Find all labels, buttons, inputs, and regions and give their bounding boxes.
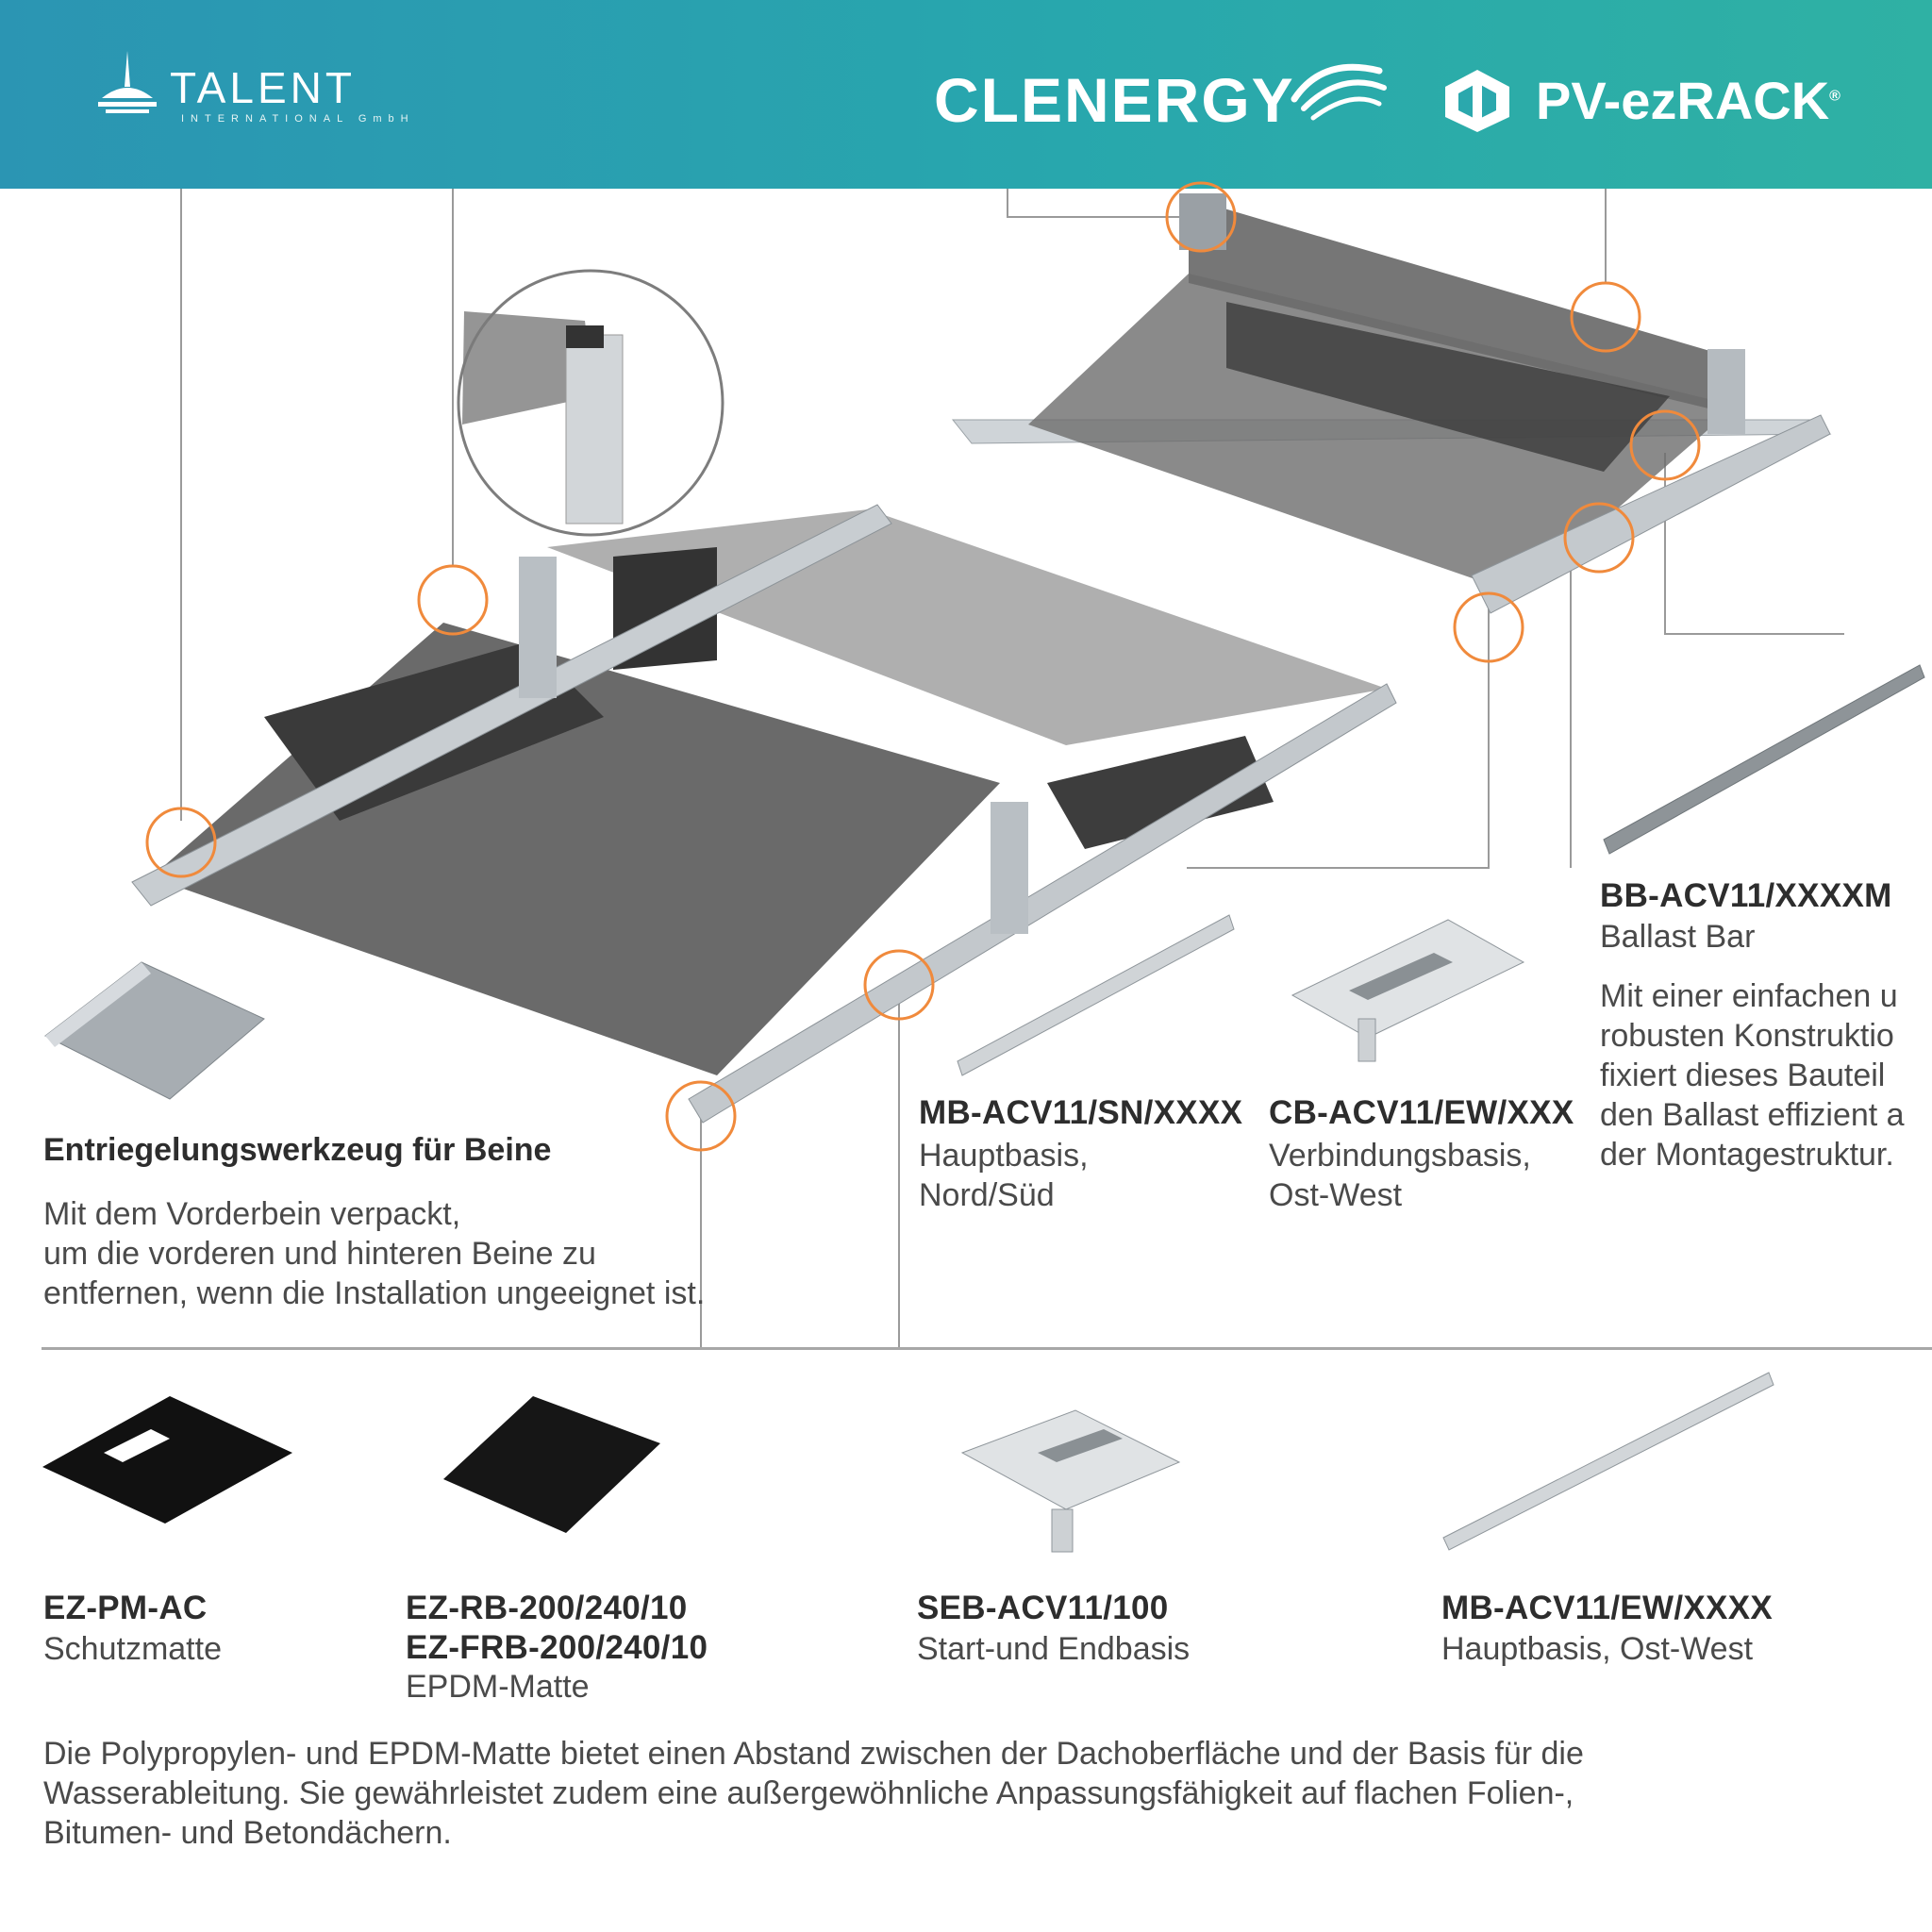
- pm-code: EZ-PM-AC: [43, 1590, 208, 1626]
- release-tool-line: um die vorderen und hinteren Beine zu: [43, 1236, 596, 1272]
- start-end-base-illustration: [960, 1409, 1181, 1553]
- talent-logo: TALENT INTERNATIONAL GmbH: [94, 51, 415, 134]
- talent-wordmark: TALENT: [170, 63, 356, 112]
- ballast-bar-illustration: [1603, 664, 1925, 855]
- talent-subtitle: INTERNATIONAL GmbH: [181, 113, 415, 125]
- seb-code: SEB-ACV11/100: [917, 1590, 1169, 1626]
- bb-line: der Montagestruktur.: [1600, 1137, 1894, 1173]
- paragraph-line: Bitumen- und Betondächern.: [43, 1815, 452, 1851]
- bb-line: robusten Konstruktio: [1600, 1018, 1894, 1054]
- front-array-illustration: [131, 504, 1397, 1124]
- section-divider: [42, 1347, 1932, 1350]
- release-tool-line: Mit dem Vorderbein verpackt,: [43, 1196, 461, 1232]
- frb-code: EZ-FRB-200/240/10: [406, 1629, 708, 1666]
- rb-code: EZ-RB-200/240/10: [406, 1590, 688, 1626]
- bb-line: den Ballast effizient a: [1600, 1097, 1905, 1133]
- release-tool-illustration: [44, 961, 265, 1100]
- callout-rings: [145, 181, 1701, 1152]
- rear-array-illustration: [951, 193, 1832, 614]
- mb-sn-line: Nord/Süd: [919, 1177, 1055, 1213]
- cb-ew-line: Ost-West: [1269, 1177, 1403, 1213]
- release-tool-line: entfernen, wenn die Installation ungeeig…: [43, 1275, 706, 1311]
- bb-line: fixiert dieses Bauteil: [1600, 1058, 1886, 1093]
- pvezrack-wordmark: PV-ezRACK®: [1536, 70, 1840, 131]
- detail-magnifier: [457, 269, 724, 537]
- cb-ew-line: Verbindungsbasis,: [1269, 1138, 1531, 1174]
- epdm-mat-illustration: [443, 1396, 660, 1533]
- cb-ew-code: CB-ACV11/EW/XXX: [1269, 1094, 1574, 1131]
- cb-ew-base-illustration: [1291, 919, 1525, 1062]
- paragraph-line: Die Polypropylen- und EPDM-Matte bietet …: [43, 1736, 1584, 1772]
- release-tool-description: Mit dem Vorderbein verpackt, um die vord…: [43, 1194, 705, 1313]
- seb-name: Start-und Endbasis: [917, 1631, 1191, 1667]
- talent-tower-icon: [98, 51, 157, 113]
- header-banner: TALENT INTERNATIONAL GmbH CLENERGY PV-ez…: [0, 0, 1932, 189]
- mb-sn-line: Hauptbasis,: [919, 1138, 1089, 1174]
- mat-description-paragraph: Die Polypropylen- und EPDM-Matte bietet …: [43, 1734, 1584, 1853]
- mb-sn-description: Hauptbasis, Nord/Süd: [919, 1136, 1089, 1215]
- clenergy-swirl-icon: [1291, 63, 1387, 121]
- bb-code: BB-ACV11/XXXXM: [1600, 877, 1892, 914]
- mb-ew-name: Hauptbasis, Ost-West: [1441, 1631, 1754, 1667]
- mb-ew-rail-illustration: [1442, 1372, 1774, 1551]
- release-tool-title: Entriegelungswerkzeug für Beine: [43, 1132, 552, 1168]
- cb-ew-description: Verbindungsbasis, Ost-West: [1269, 1136, 1531, 1215]
- rb-name: EPDM-Matte: [406, 1669, 590, 1705]
- pm-name: Schutzmatte: [43, 1631, 222, 1667]
- protective-mat-illustration: [42, 1396, 292, 1524]
- paragraph-line: Wasserableitung. Sie gewährleistet zudem…: [43, 1775, 1574, 1811]
- mb-sn-code: MB-ACV11/SN/XXXX: [919, 1094, 1243, 1131]
- pvezrack-hex-icon: [1445, 70, 1509, 132]
- mb-ew-code: MB-ACV11/EW/XXXX: [1441, 1590, 1773, 1626]
- clenergy-wordmark: CLENERGY: [934, 65, 1295, 135]
- registered-mark: ®: [1829, 88, 1840, 105]
- bb-description: Mit einer einfachen u robusten Konstrukt…: [1600, 976, 1905, 1174]
- mb-sn-rail-illustration: [957, 914, 1235, 1076]
- bb-name: Ballast Bar: [1600, 919, 1756, 955]
- bb-line: Mit einer einfachen u: [1600, 978, 1898, 1014]
- pvezrack-text: PV-ezRACK: [1536, 71, 1830, 130]
